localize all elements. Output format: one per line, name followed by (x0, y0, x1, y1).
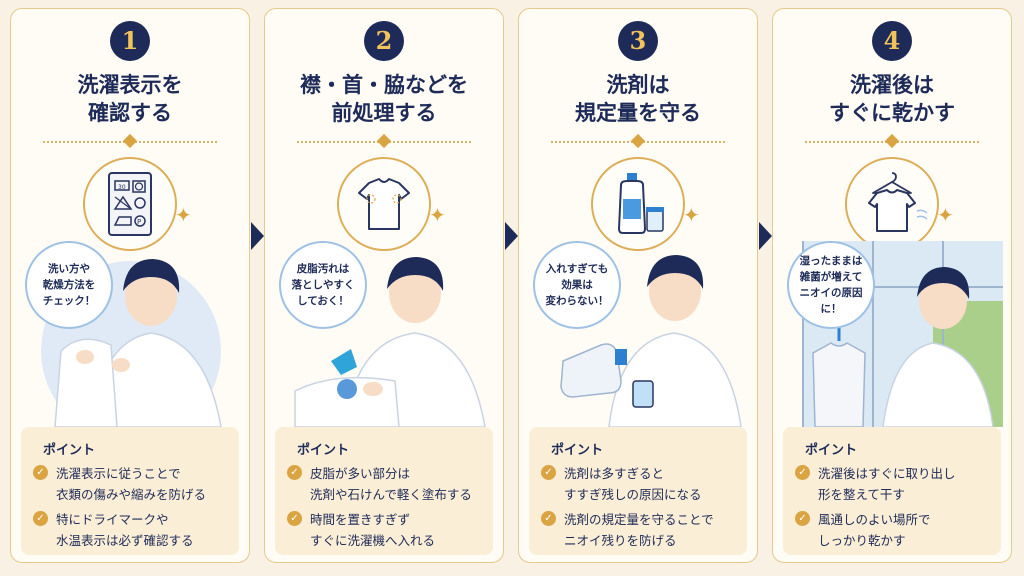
check-icon: ✓ (541, 465, 556, 480)
speech-bubble: 洗い方や 乾燥方法を チェック！ (25, 241, 113, 329)
divider-diamond-icon (884, 133, 900, 149)
point-label: ポイント (551, 443, 604, 458)
step-panel-1: 1 洗濯表示を 確認する 30 P ✦ (10, 8, 250, 563)
point-item: ✓ 時間を置きすぎず すぐに洗濯機へ入れる (287, 509, 435, 551)
laundry-care-label-icon: 30 P (83, 157, 177, 251)
point-label: ポイント (297, 443, 350, 458)
point-item: ✓ 洗剤の規定量を守ることで ニオイ残りを防げる (541, 509, 714, 551)
point-label: ポイント (43, 443, 96, 458)
check-icon: ✓ (33, 465, 48, 480)
person-pouring-detergent-illustration (529, 241, 749, 427)
point-box: ポイント ✓ 洗剤は多すぎると すすぎ残しの原因になる ✓ 洗剤の規定量を守るこ… (529, 427, 747, 555)
point-label: ポイント (805, 443, 858, 458)
check-icon: ✓ (795, 465, 810, 480)
check-icon: ✓ (795, 511, 810, 526)
check-icon: ✓ (287, 465, 302, 480)
next-arrow-icon (505, 222, 518, 250)
point-item: ✓ 皮脂が多い部分は 洗剤や石けんで軽く塗布する (287, 463, 472, 505)
sparkle-icon: ✦ (429, 203, 446, 227)
svg-text:30: 30 (118, 184, 126, 191)
check-icon: ✓ (541, 511, 556, 526)
point-item: ✓ 特にドライマークや 水温表示は必ず確認する (33, 509, 194, 551)
sparkle-icon: ✦ (683, 203, 700, 227)
step-panel-2: 2 襟・首・脇などを 前処理する ✦ 皮脂汚れは 落としやすく しておく！ ポイ… (264, 8, 504, 563)
point-item: ✓ 洗濯後はすぐに取り出し 形を整えて干す (795, 463, 956, 505)
divider-diamond-icon (122, 133, 138, 149)
point-box: ポイント ✓ 皮脂が多い部分は 洗剤や石けんで軽く塗布する ✓ 時間を置きすぎず… (275, 427, 493, 555)
speech-bubble: 湿ったままは 雑菌が増えて ニオイの原因に！ (787, 241, 875, 329)
check-icon: ✓ (287, 511, 302, 526)
point-box: ポイント ✓ 洗濯表示に従うことで 衣類の傷みや縮みを防げる ✓ 特にドライマー… (21, 427, 239, 555)
step-panel-3: 3 洗剤は 規定量を守る ✦ 入れすぎても 効果は 変わらない！ ポイント ✓ … (518, 8, 758, 563)
point-box: ポイント ✓ 洗濯後はすぐに取り出し 形を整えて干す ✓ 風通しのよい場所で し… (783, 427, 1001, 555)
point-item: ✓ 洗濯表示に従うことで 衣類の傷みや縮みを防げる (33, 463, 206, 505)
tshirt-icon (337, 157, 431, 251)
next-arrow-icon (251, 222, 264, 250)
step-title: 洗剤は 規定量を守る (575, 73, 701, 125)
speech-bubble: 入れすぎても 効果は 変わらない！ (533, 241, 621, 329)
person-hanging-laundry-illustration (783, 241, 1003, 427)
hanging-shirt-icon (845, 157, 939, 251)
divider-diamond-icon (376, 133, 392, 149)
step-title: 洗濯後は すぐに乾かす (829, 73, 955, 125)
check-icon: ✓ (33, 511, 48, 526)
point-item: ✓ 風通しのよい場所で しっかり乾かす (795, 509, 931, 551)
step-number-badge: 3 (618, 21, 658, 61)
step-number-badge: 4 (872, 21, 912, 61)
sparkle-icon: ✦ (937, 203, 954, 227)
step-panel-4: 4 洗濯後は すぐに乾かす ✦ 湿ったままは 雑菌が増えて ニオ (772, 8, 1012, 563)
step-number-badge: 1 (110, 21, 150, 61)
sparkle-icon: ✦ (175, 203, 192, 227)
next-arrow-icon (759, 222, 772, 250)
step-title: 襟・首・脇などを 前処理する (300, 73, 468, 125)
step-title: 洗濯表示を 確認する (77, 73, 183, 125)
step-number-badge: 2 (364, 21, 404, 61)
point-item: ✓ 洗剤は多すぎると すすぎ残しの原因になる (541, 463, 702, 505)
divider-diamond-icon (630, 133, 646, 149)
svg-text:P: P (137, 218, 141, 226)
detergent-bottle-icon (591, 157, 685, 251)
person-pretreating-illustration (275, 241, 495, 427)
speech-bubble: 皮脂汚れは 落としやすく しておく！ (279, 241, 367, 329)
